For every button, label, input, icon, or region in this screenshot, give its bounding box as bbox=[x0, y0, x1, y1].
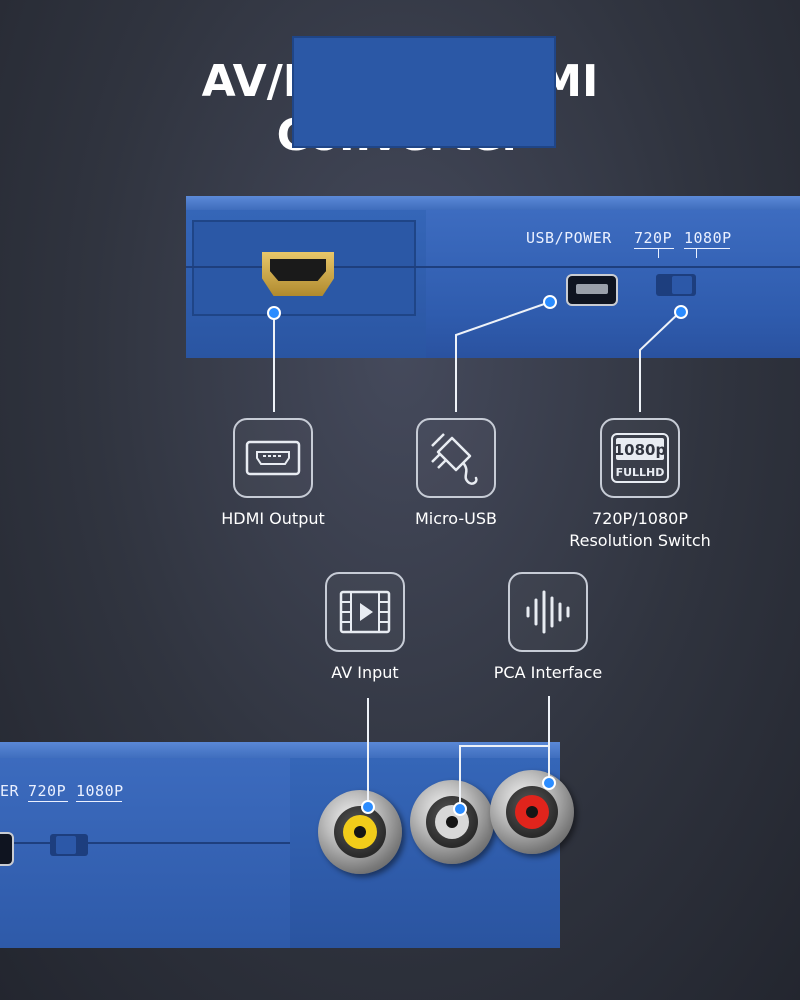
callout-dot-switch bbox=[674, 305, 688, 319]
video-film-icon bbox=[339, 590, 391, 634]
feature-label-pca: PCA Interface bbox=[493, 663, 603, 682]
feature-label-av: AV Input bbox=[331, 663, 399, 682]
callout-dot-hdmi bbox=[267, 306, 281, 320]
callout-line-av bbox=[367, 698, 369, 802]
label-underline bbox=[696, 248, 697, 258]
feature-label-hdmi: HDMI Output bbox=[221, 509, 325, 528]
callout-line-pca bbox=[459, 696, 550, 806]
micro-usb-port-inner bbox=[576, 284, 608, 294]
callout-dot-av bbox=[361, 800, 375, 814]
plug-icon bbox=[431, 433, 478, 485]
feature-box-resolution: 1080p FULLHD bbox=[600, 418, 680, 498]
res-1080-label: 1080P bbox=[684, 229, 732, 247]
icon-text-fullhd: FULLHD bbox=[616, 466, 665, 479]
converter-device-top: USB/POWER 720P 1080P bbox=[186, 196, 800, 358]
feature-box-usb bbox=[416, 418, 496, 498]
callout-dot-usb bbox=[543, 295, 557, 309]
feature-box-hdmi bbox=[233, 418, 313, 498]
1080p-fullhd-icon: 1080p FULLHD bbox=[611, 433, 669, 483]
micro-usb-port bbox=[0, 832, 14, 866]
rca-jack-red bbox=[490, 770, 574, 854]
callout-dot-red bbox=[542, 776, 556, 790]
device-front-panel bbox=[292, 36, 556, 148]
usb-power-label-partial: ER bbox=[0, 782, 20, 800]
hdmi-port-inner bbox=[270, 259, 326, 281]
callout-line-usb bbox=[455, 301, 551, 412]
callout-dot-white bbox=[453, 802, 467, 816]
device-top-surface bbox=[186, 196, 800, 212]
res-720-label: 720P bbox=[28, 782, 67, 800]
device-seam bbox=[0, 842, 290, 844]
rca-jack-yellow bbox=[318, 790, 402, 874]
res-1080-label: 1080P bbox=[76, 782, 124, 800]
resolution-switch-knob bbox=[56, 836, 76, 854]
icon-text-1080p: 1080p bbox=[614, 441, 667, 459]
audio-waveform-icon bbox=[526, 590, 570, 634]
label-underline bbox=[76, 801, 122, 802]
device-side-face bbox=[0, 758, 290, 948]
callout-line-hdmi bbox=[273, 312, 275, 412]
rca-jack-white bbox=[410, 780, 494, 864]
hdmi-port-icon bbox=[245, 440, 301, 476]
feature-box-pca bbox=[508, 572, 588, 652]
feature-label-resolution-2: Resolution Switch bbox=[569, 531, 711, 550]
label-underline bbox=[684, 248, 730, 249]
usb-power-label: USB/POWER bbox=[526, 229, 612, 247]
device-seam bbox=[186, 266, 800, 268]
feature-label-resolution-1: 720P/1080P bbox=[592, 509, 688, 528]
label-underline bbox=[28, 801, 68, 802]
feature-label-usb: Micro-USB bbox=[415, 509, 497, 528]
label-underline bbox=[658, 248, 659, 258]
callout-line-switch bbox=[639, 311, 681, 412]
res-720-label: 720P bbox=[634, 229, 673, 247]
resolution-switch-knob bbox=[672, 276, 692, 294]
device-top-surface bbox=[0, 742, 560, 760]
label-underline bbox=[634, 248, 674, 249]
feature-box-av bbox=[325, 572, 405, 652]
